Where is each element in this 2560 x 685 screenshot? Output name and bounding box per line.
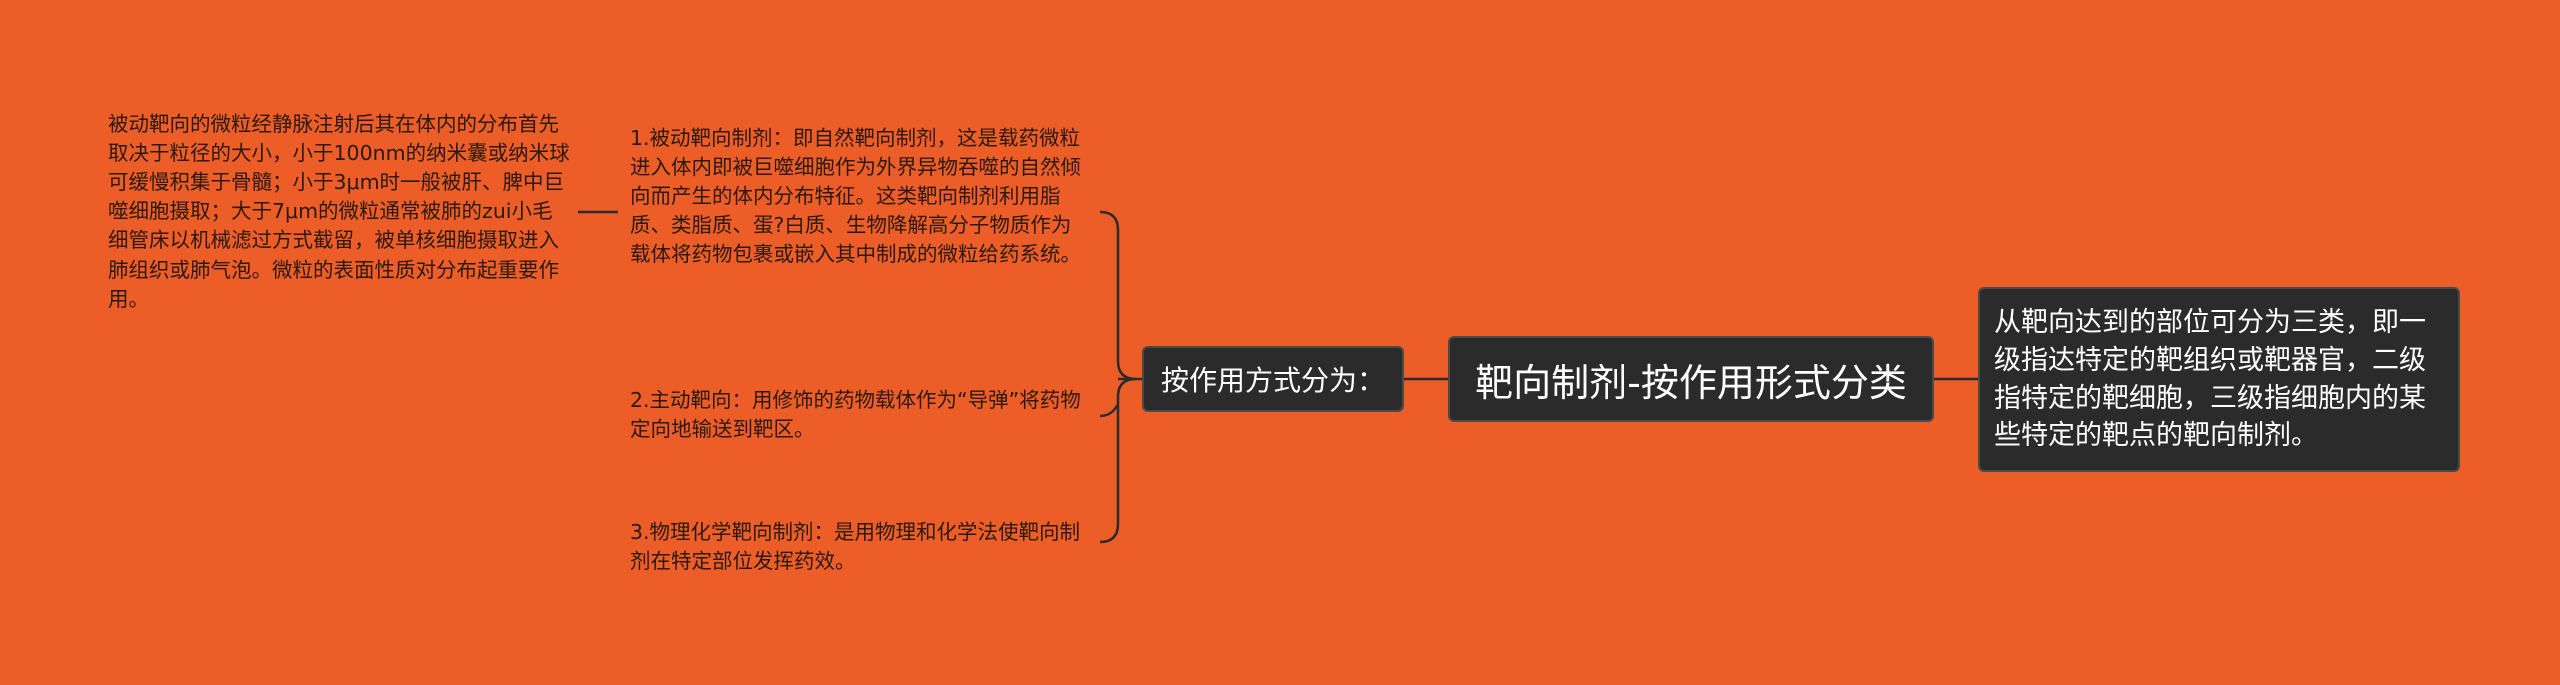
method-label: 按作用方式分为： [1160,364,1385,397]
passive-targeting-detail[interactable]: 被动靶向的微粒经静脉注射后其在体内的分布首先取决于粒径的大小，小于100nm的纳… [108,112,570,311]
category-passive-targeting[interactable]: 1.被动靶向制剂：即自然靶向制剂，这是载药微粒进入体内即被巨噬细胞作为外界异物吞… [630,126,1081,267]
category-bracket [1099,210,1137,544]
central-topic-label: 靶向制剂-按作用形式分类 [1475,360,1907,405]
definition-text: 从靶向达到的部位可分为三类，即一级指达特定的靶组织或靶器官，二级指特定的靶细胞，… [1994,306,2426,452]
central-topic-node[interactable]: 靶向制剂-按作用形式分类 [1448,336,1934,422]
connector-bracket-to-category-2 [1099,403,1120,418]
category-physicochemical-targeting[interactable]: 3.物理化学靶向制剂：是用物理和化学法使靶向制剂在特定部位发挥药效。 [630,520,1081,574]
method-node[interactable]: 按作用方式分为： [1142,346,1404,412]
category-active-targeting[interactable]: 2.主动靶向：用修饰的药物载体作为“导弹”将药物定向地输送到靶区。 [630,388,1081,442]
definition-node[interactable]: 从靶向达到的部位可分为三类，即一级指达特定的靶组织或靶器官，二级指特定的靶细胞，… [1978,287,2460,472]
